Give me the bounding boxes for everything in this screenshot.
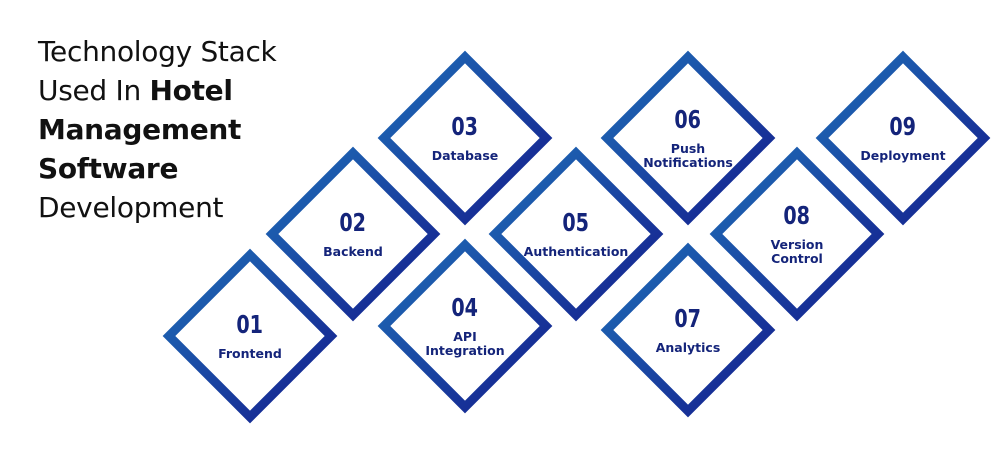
title-line-4: Software — [38, 149, 276, 188]
diamond-frame — [600, 50, 776, 226]
diamond-frame — [162, 248, 338, 424]
step-number: 03 — [451, 112, 479, 141]
step-number: 09 — [889, 112, 917, 141]
step-number: 05 — [562, 208, 590, 237]
step-number: 01 — [236, 310, 264, 339]
page-title: Technology Stack Used In Hotel Managemen… — [38, 32, 277, 227]
step-number: 04 — [451, 293, 479, 322]
diamond-frame — [265, 146, 441, 322]
diamond-frame — [600, 242, 776, 418]
title-line-2-bold: Hotel — [149, 74, 233, 107]
diamond-frame — [815, 50, 991, 226]
diamond-frame — [709, 146, 885, 322]
step-number: 06 — [674, 105, 702, 134]
step-label: Frontend — [218, 346, 282, 361]
diamond-frame — [377, 50, 553, 226]
step-label: Version Control — [770, 237, 824, 266]
step-label: Backend — [323, 244, 383, 259]
title-line-2-regular: Used In — [38, 74, 150, 107]
step-number: 02 — [339, 208, 367, 237]
title-line-3: Management — [38, 110, 276, 149]
diamond-frame — [488, 146, 664, 322]
step-number: 08 — [783, 201, 811, 230]
diamond-frame — [377, 238, 553, 414]
step-label: Analytics — [655, 340, 721, 355]
title-line-5: Development — [38, 191, 224, 224]
title-line-3-bold: Management — [38, 113, 242, 146]
title-line-2: Used In Hotel — [38, 71, 276, 110]
step-number: 07 — [674, 304, 702, 333]
title-line-4-bold: Software — [38, 152, 179, 185]
step-label: Authentication — [523, 244, 629, 259]
step-label: Deployment — [860, 148, 946, 163]
step-label: API Integration — [425, 329, 505, 358]
step-label: Push Notifications — [643, 141, 733, 170]
title-line-1: Technology Stack — [38, 35, 277, 68]
step-label: Database — [431, 148, 499, 163]
